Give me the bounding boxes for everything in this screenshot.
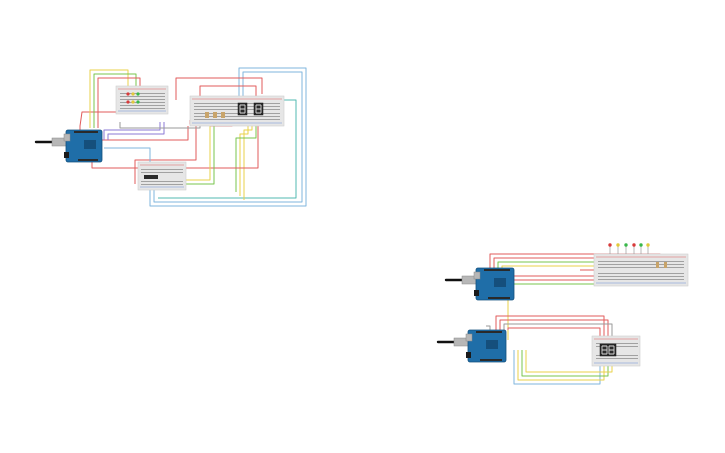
led-breadboard[interactable]	[593, 243, 689, 287]
wire[interactable]	[182, 122, 211, 181]
wire[interactable]	[104, 147, 151, 162]
wire[interactable]	[495, 315, 605, 340]
wire[interactable]	[513, 350, 601, 385]
led[interactable]	[126, 92, 130, 96]
ic-chip[interactable]	[144, 175, 158, 179]
ic-breadboard[interactable]	[137, 161, 187, 191]
wire[interactable]	[512, 270, 601, 277]
led[interactable]	[616, 243, 620, 247]
led[interactable]	[136, 92, 140, 96]
wire[interactable]	[103, 122, 161, 140]
led[interactable]	[639, 243, 643, 247]
led[interactable]	[136, 100, 140, 104]
wire[interactable]	[97, 77, 141, 128]
led[interactable]	[632, 243, 636, 247]
wire[interactable]	[499, 319, 609, 340]
wire[interactable]	[134, 120, 197, 184]
arduino-uno[interactable]	[465, 329, 507, 363]
wire[interactable]	[517, 350, 605, 381]
wire[interactable]	[507, 327, 601, 340]
resistor[interactable]	[664, 262, 667, 268]
led[interactable]	[131, 100, 135, 104]
wire[interactable]	[107, 122, 165, 140]
led[interactable]	[131, 92, 135, 96]
resistor[interactable]	[656, 262, 659, 268]
led[interactable]	[624, 243, 628, 247]
resistor[interactable]	[213, 112, 217, 118]
wire[interactable]	[182, 122, 215, 185]
led[interactable]	[608, 243, 612, 247]
led-breadboard[interactable]	[115, 85, 169, 115]
wire[interactable]	[521, 350, 609, 377]
display-breadboard[interactable]	[189, 95, 285, 127]
led[interactable]	[646, 243, 650, 247]
wire[interactable]	[175, 77, 263, 94]
circuit-2	[436, 243, 689, 385]
wire[interactable]	[149, 67, 307, 207]
wire[interactable]	[89, 69, 129, 128]
wire[interactable]	[503, 323, 613, 340]
seven-segment-display[interactable]	[253, 102, 264, 116]
circuit-1-wires	[79, 67, 307, 207]
circuit-1	[34, 67, 307, 207]
arduino-uno[interactable]	[473, 267, 515, 301]
seven-segment-display[interactable]	[599, 343, 617, 357]
led[interactable]	[126, 100, 130, 104]
resistor[interactable]	[205, 112, 209, 118]
wire[interactable]	[525, 350, 613, 373]
wire[interactable]	[93, 73, 137, 128]
resistor[interactable]	[221, 112, 225, 118]
seven-segment-display[interactable]	[237, 102, 248, 116]
arduino-uno[interactable]	[63, 129, 103, 163]
